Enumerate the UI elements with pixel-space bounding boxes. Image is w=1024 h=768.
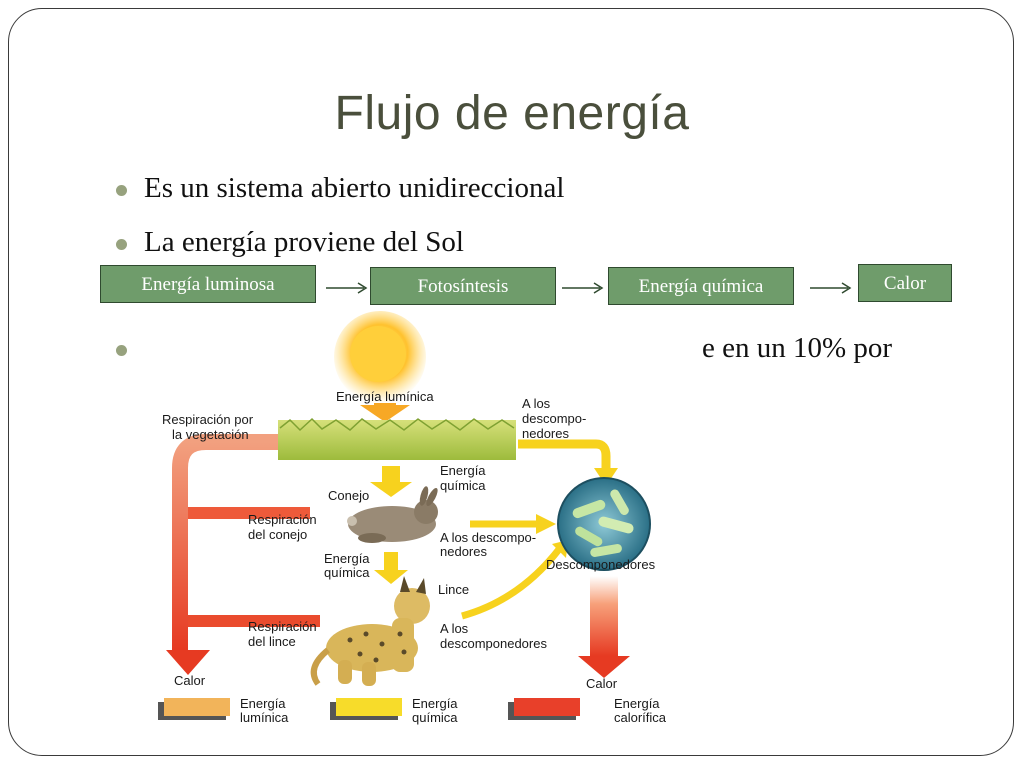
label-a-los-descomponedores: descompo- [522,411,586,426]
label-a-los-descomponedores: nedores [522,426,569,441]
flow-arrow-icon [810,282,852,294]
decomposers-icon [557,477,651,571]
flow-arrow-icon [326,282,368,294]
label-descomponedores: Descomponedores [546,557,656,572]
rabbit-icon [347,486,438,543]
bullet-dot-icon [116,345,127,356]
flow-box-energia-luminosa: Energía luminosa [100,265,316,303]
legend-label: lumínica [240,710,289,725]
legend: Energía lumínica Energía química Energía… [158,696,667,725]
flow-box-calor: Calor [858,264,952,302]
label-respiracion-vegetacion: Respiración por [162,412,254,427]
label-energia-quimica: Energía [440,463,486,478]
label-energia-quimica: Energía [324,551,370,566]
bullet-dot-icon [116,185,127,196]
label-calor-left: Calor [174,673,206,688]
label-respiracion-vegetacion: la vegetación [172,427,249,442]
legend-label: calorífica [614,710,667,725]
light-arrow-icon [360,403,410,422]
label-respiracion-conejo: Respiración [248,512,317,527]
legend-label: química [412,710,458,725]
bullet-text: La energía proviene del Sol [144,226,464,258]
label-a-los-descomponedores: A los descompo- [440,530,536,545]
legend-swatch-heat [514,698,580,716]
label-calor-right: Calor [586,676,618,691]
grass-vegetation-icon [278,417,516,460]
chemical-arrows-icon [370,439,618,620]
label-energia-quimica: química [324,565,370,580]
flow-arrow-icon [562,282,604,294]
lynx-icon [310,576,430,686]
legend-label: Energía [412,696,458,711]
label-energia-luminica: Energía lumínica [336,389,434,404]
flow-box-fotosintesis: Fotosíntesis [370,267,556,305]
label-a-los-descomponedores: A los [522,396,551,411]
label-a-los-descomponedores: A los [440,621,469,636]
label-a-los-descomponedores: nedores [440,544,487,559]
heat-decomposers-arrow-icon [578,576,630,678]
sun-icon [334,311,426,403]
bullet-dot-icon [116,239,127,250]
label-respiracion-lince: del lince [248,634,296,649]
legend-label: Energía [614,696,660,711]
slide-title: Flujo de energía [334,87,690,140]
label-conejo: Conejo [328,488,369,503]
bullet-text-partial: e en un 10% por [702,332,893,364]
heat-respiration-arrows-icon [166,434,320,675]
flow-box-energia-quimica: Energía química [608,267,794,305]
bullet-text: Es un sistema abierto unidireccional [144,172,565,204]
label-respiracion-conejo: del conejo [248,527,307,542]
label-respiracion-lince: Respiración [248,619,317,634]
legend-swatch-light [164,698,230,716]
legend-swatch-chemical [336,698,402,716]
label-a-los-descomponedores: descomponedores [440,636,547,651]
legend-label: Energía [240,696,286,711]
label-energia-quimica: química [440,478,486,493]
label-lince: Lince [438,582,469,597]
